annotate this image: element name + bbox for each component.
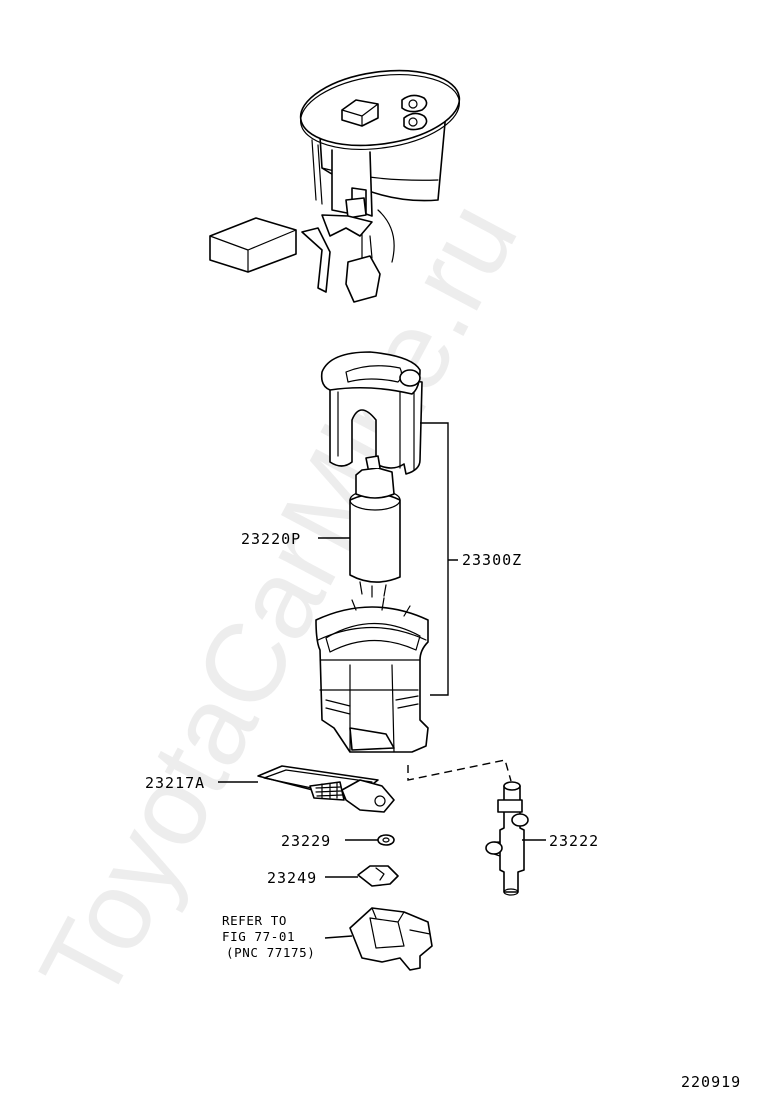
note-figure: FIG 77-01 — [222, 929, 295, 944]
label-23229: 23229 — [281, 832, 331, 850]
label-23220P: 23220P — [241, 530, 301, 548]
label-23217A: 23217A — [145, 774, 205, 792]
fuel-sender-lid-drawing — [209, 69, 461, 303]
note-pnc: (PNC 77175) — [226, 945, 315, 960]
watermark: ToyotaCarMine.ru — [16, 182, 541, 1021]
assembly-bracket — [420, 422, 458, 696]
note-refer-to: REFER TO — [222, 913, 287, 928]
tee-fitting-drawing — [485, 781, 529, 896]
clip-drawing — [357, 865, 399, 887]
label-23300Z: 23300Z — [462, 551, 522, 569]
bracket-part-drawing — [349, 907, 433, 971]
dashed-connection — [407, 759, 512, 782]
label-23249: 23249 — [267, 869, 317, 887]
fuel-filter-drawing — [257, 765, 395, 813]
diagram-id: 220919 — [681, 1073, 741, 1091]
leader-bracket — [324, 935, 353, 939]
lower-housing-drawing — [315, 597, 429, 753]
gasket-drawing — [377, 834, 395, 846]
upper-housing-drawing — [320, 351, 423, 475]
label-23222: 23222 — [549, 832, 599, 850]
fuel-pump-drawing — [349, 455, 401, 598]
